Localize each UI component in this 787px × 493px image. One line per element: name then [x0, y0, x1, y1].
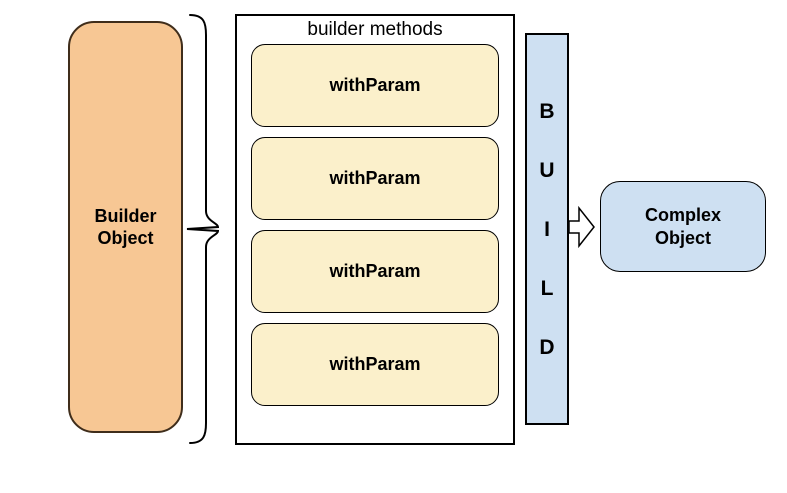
complex-object-box: Complex Object [600, 181, 766, 272]
build-bar: B U I L D [525, 33, 569, 425]
builder-methods-title: builder methods [307, 19, 443, 40]
right-arrow-icon [568, 206, 595, 248]
builder-methods-container: builder methods withParam withParam with… [235, 14, 515, 445]
with-param-label: withParam [329, 168, 421, 188]
with-param-box: withParam [251, 44, 499, 127]
with-param-box: withParam [251, 230, 499, 313]
builder-object-box: Builder Object [68, 21, 183, 433]
build-bar-letter: I [544, 217, 550, 241]
with-param-label: withParam [329, 354, 421, 374]
curly-brace-icon [186, 14, 220, 444]
with-param-label: withParam [329, 261, 421, 281]
build-bar-letter: L [540, 276, 554, 300]
builder-object-label-line: Builder [94, 205, 157, 226]
build-bar-letter: D [539, 335, 555, 359]
with-param-box: withParam [251, 137, 499, 220]
builder-object-label-line: Object [97, 228, 154, 248]
complex-object-label-line: Complex [644, 205, 722, 225]
with-param-box: withParam [251, 323, 499, 406]
with-param-label: withParam [329, 75, 421, 95]
build-bar-letter: B [539, 99, 555, 123]
build-bar-letter: U [539, 158, 555, 182]
complex-object-label-line: Object [654, 227, 711, 248]
